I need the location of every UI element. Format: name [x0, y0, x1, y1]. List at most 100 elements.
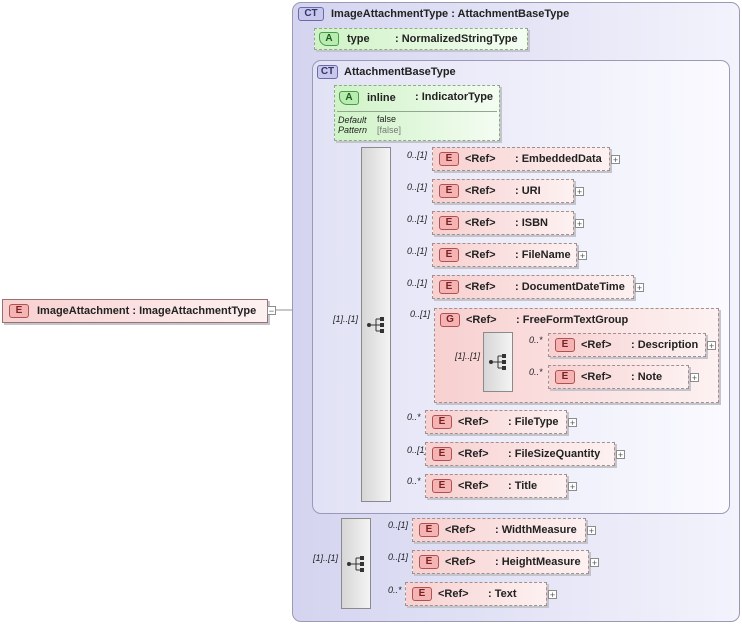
title-name: : Title — [508, 480, 538, 492]
expand-icon[interactable]: + — [575, 219, 584, 229]
filename-element[interactable]: E <Ref> : FileName — [432, 243, 577, 267]
ref-label: <Ref> — [581, 371, 612, 383]
outer-complex-type-label: ImageAttachmentType : AttachmentBaseType — [331, 8, 570, 20]
default-value: false — [377, 114, 397, 124]
element-badge: E — [412, 587, 432, 601]
element-badge: E — [432, 447, 452, 461]
element-badge: E — [555, 370, 575, 384]
title-element[interactable]: E <Ref> : Title — [425, 474, 567, 498]
element-badge: E — [555, 338, 575, 352]
expand-icon[interactable]: + — [568, 482, 577, 492]
description-element[interactable]: E <Ref> : Description — [548, 333, 706, 357]
element-badge: E — [439, 184, 459, 198]
sequence-icon — [489, 354, 506, 370]
attribute-badge: A — [339, 91, 359, 105]
ref-label: <Ref> — [458, 480, 489, 492]
root-element[interactable]: E ImageAttachment : ImageAttachmentType — [2, 299, 268, 323]
element-badge: E — [432, 415, 452, 429]
group-sequence-cardinality: [1]..[1] — [455, 351, 481, 361]
inline-attribute-name: inline — [367, 92, 396, 104]
ref-label: <Ref> — [445, 556, 476, 568]
outer-sequence-cardinality: [1]..[1] — [313, 553, 339, 563]
documentdatetime-element[interactable]: E <Ref> : DocumentDateTime — [432, 275, 634, 299]
uri-cardinality: 0..[1] — [407, 182, 428, 192]
filesizequantity-name: : FileSizeQuantity — [508, 448, 601, 460]
title-cardinality: 0..* — [407, 476, 421, 486]
element-badge: E — [439, 280, 459, 294]
outer-complex-type-header: CT ImageAttachmentType : AttachmentBaseT… — [298, 7, 569, 21]
element-badge: E — [9, 304, 29, 318]
attribute-badge: A — [319, 32, 339, 46]
sequence-icon — [367, 317, 384, 333]
expand-icon[interactable]: + — [548, 590, 557, 600]
sequence-icon — [347, 556, 364, 572]
expand-icon[interactable]: + — [568, 418, 577, 428]
freeformtextgroup-name: : FreeFormTextGroup — [516, 314, 629, 326]
expand-icon[interactable]: + — [587, 526, 596, 536]
ref-label: <Ref> — [438, 588, 469, 600]
filesizequantity-element[interactable]: E <Ref> : FileSizeQuantity — [425, 442, 615, 466]
documentdatetime-cardinality: 0..[1] — [407, 278, 428, 288]
uri-name: : URI — [515, 185, 541, 197]
ref-label: <Ref> — [445, 524, 476, 536]
description-name: : Description — [631, 339, 699, 351]
expand-icon[interactable]: + — [707, 341, 716, 351]
text-cardinality: 0..* — [388, 585, 402, 595]
group-badge: G — [440, 313, 460, 327]
isbn-cardinality: 0..[1] — [407, 214, 428, 224]
ref-label: <Ref> — [458, 448, 489, 460]
ref-label: <Ref> — [465, 281, 496, 293]
note-element[interactable]: E <Ref> : Note — [548, 365, 689, 389]
ref-label: <Ref> — [458, 416, 489, 428]
inline-attribute-type: : IndicatorType — [415, 91, 494, 103]
ref-label: <Ref> — [465, 249, 496, 261]
expand-icon[interactable]: + — [690, 373, 699, 383]
type-attribute[interactable]: A type : NormalizedStringType — [314, 28, 528, 50]
expand-icon[interactable]: + — [575, 187, 584, 197]
inner-sequence-cardinality: [1]..[1] — [333, 314, 359, 324]
filename-cardinality: 0..[1] — [407, 246, 428, 256]
widthmeasure-name: : WidthMeasure — [495, 524, 577, 536]
filetype-name: : FileType — [508, 416, 559, 428]
expand-icon[interactable]: + — [635, 283, 644, 293]
inner-complex-type-header: CT AttachmentBaseType — [317, 65, 456, 79]
complex-type-badge: CT — [317, 65, 338, 79]
inline-attribute[interactable]: A inline : IndicatorType Default false P… — [334, 85, 500, 141]
element-badge: E — [419, 555, 439, 569]
expand-icon[interactable]: + — [578, 251, 587, 261]
filesizequantity-cardinality: 0..[1] — [407, 445, 428, 455]
pattern-value: [false] — [377, 125, 402, 135]
text-name: : Text — [488, 588, 517, 600]
widthmeasure-element[interactable]: E <Ref> : WidthMeasure — [412, 518, 586, 542]
element-badge: E — [419, 523, 439, 537]
note-name: : Note — [631, 371, 663, 383]
expand-icon[interactable]: + — [611, 155, 620, 165]
element-badge: E — [432, 479, 452, 493]
collapse-icon[interactable]: − — [267, 306, 276, 316]
uri-element[interactable]: E <Ref> : URI — [432, 179, 574, 203]
expand-icon[interactable]: + — [616, 450, 625, 460]
embeddeddata-element[interactable]: E <Ref> : EmbeddedData — [432, 147, 610, 171]
embeddeddata-name: : EmbeddedData — [515, 153, 602, 165]
pattern-label: Pattern — [338, 125, 368, 135]
ref-label: <Ref> — [465, 153, 496, 165]
element-badge: E — [439, 248, 459, 262]
complex-type-badge: CT — [298, 7, 324, 21]
embeddeddata-cardinality: 0..[1] — [407, 150, 428, 160]
default-label: Default — [338, 115, 367, 125]
isbn-name: : ISBN — [515, 217, 548, 229]
ref-label: <Ref> — [465, 217, 496, 229]
documentdatetime-name: : DocumentDateTime — [515, 281, 625, 293]
text-element[interactable]: E <Ref> : Text — [405, 582, 547, 606]
expand-icon[interactable]: + — [590, 558, 599, 568]
heightmeasure-element[interactable]: E <Ref> : HeightMeasure — [412, 550, 589, 574]
isbn-element[interactable]: E <Ref> : ISBN — [432, 211, 574, 235]
type-attribute-type: : NormalizedStringType — [395, 33, 518, 45]
element-badge: E — [439, 216, 459, 230]
filetype-element[interactable]: E <Ref> : FileType — [425, 410, 567, 434]
filename-name: : FileName — [515, 249, 571, 261]
inner-complex-type-label: AttachmentBaseType — [344, 66, 456, 78]
filetype-cardinality: 0..* — [407, 412, 421, 422]
type-attribute-name: type — [347, 33, 370, 45]
description-cardinality: 0..* — [529, 335, 543, 345]
